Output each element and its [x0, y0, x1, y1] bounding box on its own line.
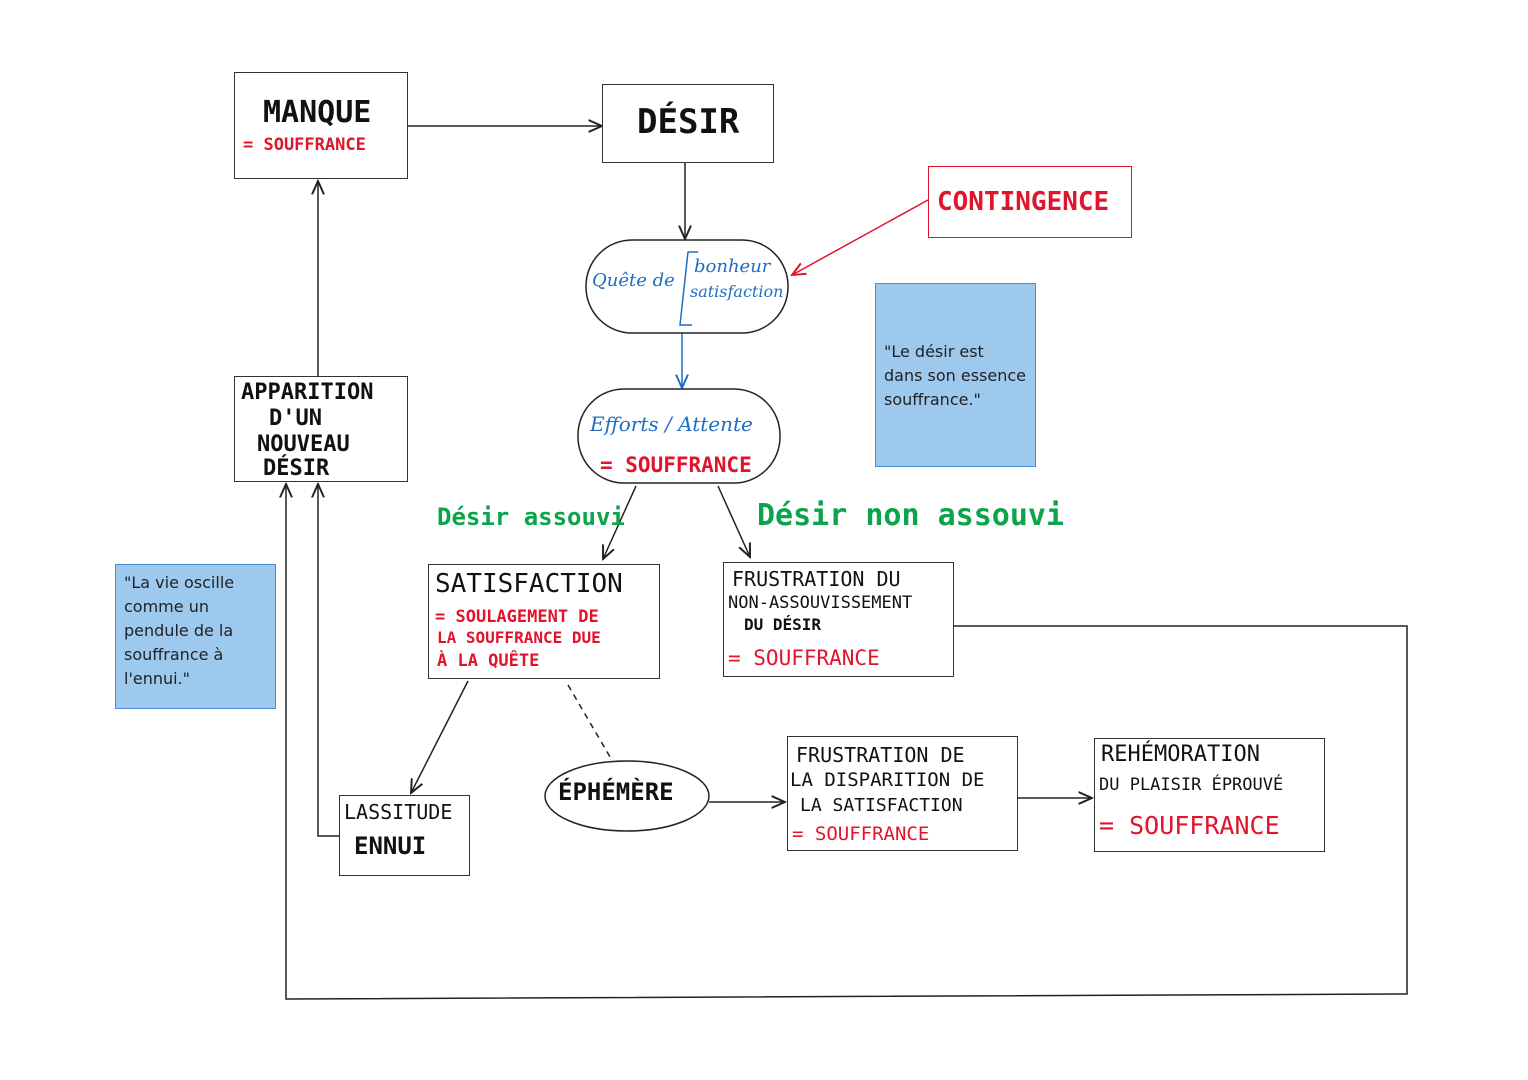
quote-note-pendule: "La vie oscille comme un pendule de la s…: [115, 564, 276, 709]
efforts-sub: = SOUFFRANCE: [600, 453, 752, 477]
node-frustration-non-assouvissement: FRUSTRATION DU NON-ASSOUVISSEMENT DU DÉS…: [723, 562, 954, 677]
lassitude-line1: LASSITUDE: [344, 800, 453, 824]
label-desir-non-assouvi: Désir non assouvi: [757, 498, 1065, 533]
manque-sub: = SOUFFRANCE: [243, 135, 366, 155]
efforts-title: Efforts / Attente: [590, 412, 753, 436]
quote-note-pendule-text: "La vie oscille comme un pendule de la s…: [124, 573, 235, 688]
node-apparition: APPARITION D'UN NOUVEAU DÉSIR: [234, 376, 408, 482]
contingence-title: CONTINGENCE: [937, 187, 1110, 217]
label-desir-assouvi: Désir assouvi: [437, 503, 625, 531]
quote-note-desir: "Le désir est dans son essence souffranc…: [875, 283, 1036, 467]
satisfaction-title: SATISFACTION: [435, 569, 623, 599]
satisfaction-sub2: LA SOUFFRANCE DUE: [437, 628, 601, 647]
lassitude-line2: ENNUI: [354, 832, 427, 860]
node-manque: MANQUE = SOUFFRANCE: [234, 72, 408, 179]
satisfaction-sub1: = SOULAGEMENT DE: [435, 607, 599, 627]
frustration-disp-line2: LA DISPARITION DE: [790, 769, 985, 791]
frustration-disp-line1: FRUSTRATION DE: [796, 743, 965, 767]
frustration-disp-line3: LA SATISFACTION: [800, 795, 963, 816]
satisfaction-sub3: À LA QUÊTE: [437, 651, 540, 671]
ephemere-ellipse: [544, 760, 710, 832]
frustration-non-line1: FRUSTRATION DU: [732, 567, 901, 591]
arrow-efforts-frustration: [717, 485, 750, 557]
quote-note-desir-text: "Le désir est dans son essence souffranc…: [884, 342, 1027, 409]
frustration-non-line2: NON-ASSOUVISSEMENT: [728, 593, 913, 613]
arrow-frustration-loop: [286, 484, 1408, 1000]
arrow-satisfaction-lassitude: [411, 680, 469, 793]
frustration-disp-sub: = SOUFFRANCE: [792, 823, 930, 845]
rehemoration-line2: DU PLAISIR ÉPROUVÉ: [1099, 775, 1284, 795]
quete-pill: [585, 239, 789, 334]
node-frustration-disparition: FRUSTRATION DE LA DISPARITION DE LA SATI…: [787, 736, 1018, 851]
node-rehemoration: REHÉMORATION DU PLAISIR ÉPROUVÉ = SOUFFR…: [1094, 738, 1325, 852]
node-contingence: CONTINGENCE: [928, 166, 1132, 238]
node-satisfaction: SATISFACTION = SOULAGEMENT DE LA SOUFFRA…: [428, 564, 660, 679]
node-lassitude: LASSITUDE ENNUI: [339, 795, 470, 876]
quete-option-satisfaction: satisfaction: [690, 282, 784, 301]
frustration-non-sub: = SOUFFRANCE: [728, 646, 880, 670]
node-desir: DÉSIR: [602, 84, 774, 163]
apparition-line4: DÉSIR: [263, 456, 330, 481]
efforts-pill: [577, 388, 781, 484]
arrow-contingence-quete: [792, 199, 929, 275]
desir-title: DÉSIR: [637, 102, 740, 142]
frustration-non-line3: DU DÉSIR: [744, 615, 822, 634]
dashed-satisfaction-ephemere: [567, 684, 614, 763]
apparition-line3: NOUVEAU: [257, 432, 350, 457]
apparition-line2: D'UN: [269, 406, 322, 431]
manque-title: MANQUE: [263, 95, 372, 130]
quete-prefix: Quête de: [592, 270, 675, 291]
rehemoration-line1: REHÉMORATION: [1101, 742, 1260, 767]
rehemoration-sub: = SOUFFRANCE: [1099, 811, 1280, 840]
quete-option-bonheur: bonheur: [694, 256, 771, 277]
apparition-line1: APPARITION: [241, 380, 374, 405]
ephemere-title: ÉPHÉMÈRE: [558, 778, 674, 806]
arrow-efforts-satisfaction: [603, 485, 637, 559]
quete-bracket: [679, 251, 698, 326]
arrow-lassitude-apparition: [318, 484, 339, 837]
